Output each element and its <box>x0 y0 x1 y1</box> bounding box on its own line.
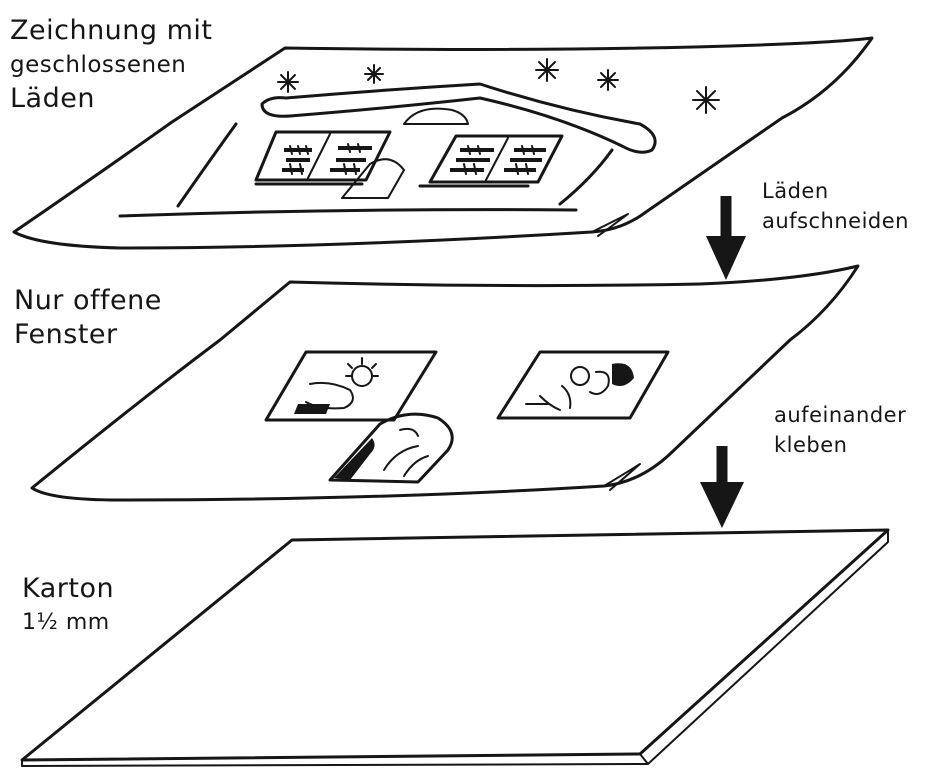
label-line: Zeichnung mit <box>10 15 213 46</box>
cardboard-top-face <box>20 528 890 762</box>
open-window-left <box>264 350 438 422</box>
open-window-right <box>496 350 670 420</box>
middle-sheet-outline <box>30 264 860 502</box>
label-line: Läden <box>10 83 95 114</box>
arrow-down-icon <box>700 446 744 528</box>
house-walls <box>176 122 614 208</box>
star-icon <box>277 71 299 93</box>
star-icon <box>692 86 720 114</box>
label-line: Nur offene <box>14 285 162 316</box>
label-line: aufeinander <box>774 403 907 427</box>
house-drawing <box>118 82 657 218</box>
ground-line <box>118 208 578 218</box>
label-line: geschlossenen <box>10 52 187 78</box>
label-cardboard: Karton 1½ mm <box>22 572 114 640</box>
label-open-windows: Nur offene Fenster <box>14 284 162 352</box>
label-line: Läden <box>762 179 829 203</box>
star-icon <box>535 58 559 82</box>
label-line: Fenster <box>14 319 118 350</box>
sheet-drawing-closed-shutters <box>12 36 874 250</box>
star-icon <box>364 64 384 84</box>
roof <box>260 82 657 154</box>
label-line: aufschneiden <box>762 209 909 233</box>
label-line: kleben <box>774 433 848 457</box>
arrow-down-icon <box>706 196 746 280</box>
label-cut-shutters: Läden aufschneiden <box>762 176 909 236</box>
label-line: Karton <box>22 573 115 604</box>
sheet-open-windows <box>30 264 860 502</box>
star-icon <box>597 69 619 91</box>
top-sheet-curl <box>591 213 629 237</box>
label-line: 1½ mm <box>22 610 110 635</box>
star-icons <box>277 58 720 114</box>
middle-sheet-curl <box>603 463 641 491</box>
top-sheet-outline <box>12 36 874 250</box>
shutters-left <box>254 130 392 186</box>
cardboard-thickness <box>21 529 889 767</box>
open-window-arch <box>328 412 454 484</box>
label-glue-together: aufeinander kleben <box>774 400 906 460</box>
sheet-cardboard <box>20 528 890 767</box>
shutters-right <box>418 134 564 188</box>
door <box>341 158 405 199</box>
label-drawing-closed-shutters: Zeichnung mit geschlossenen Läden <box>10 14 213 116</box>
attic-window <box>403 107 469 125</box>
